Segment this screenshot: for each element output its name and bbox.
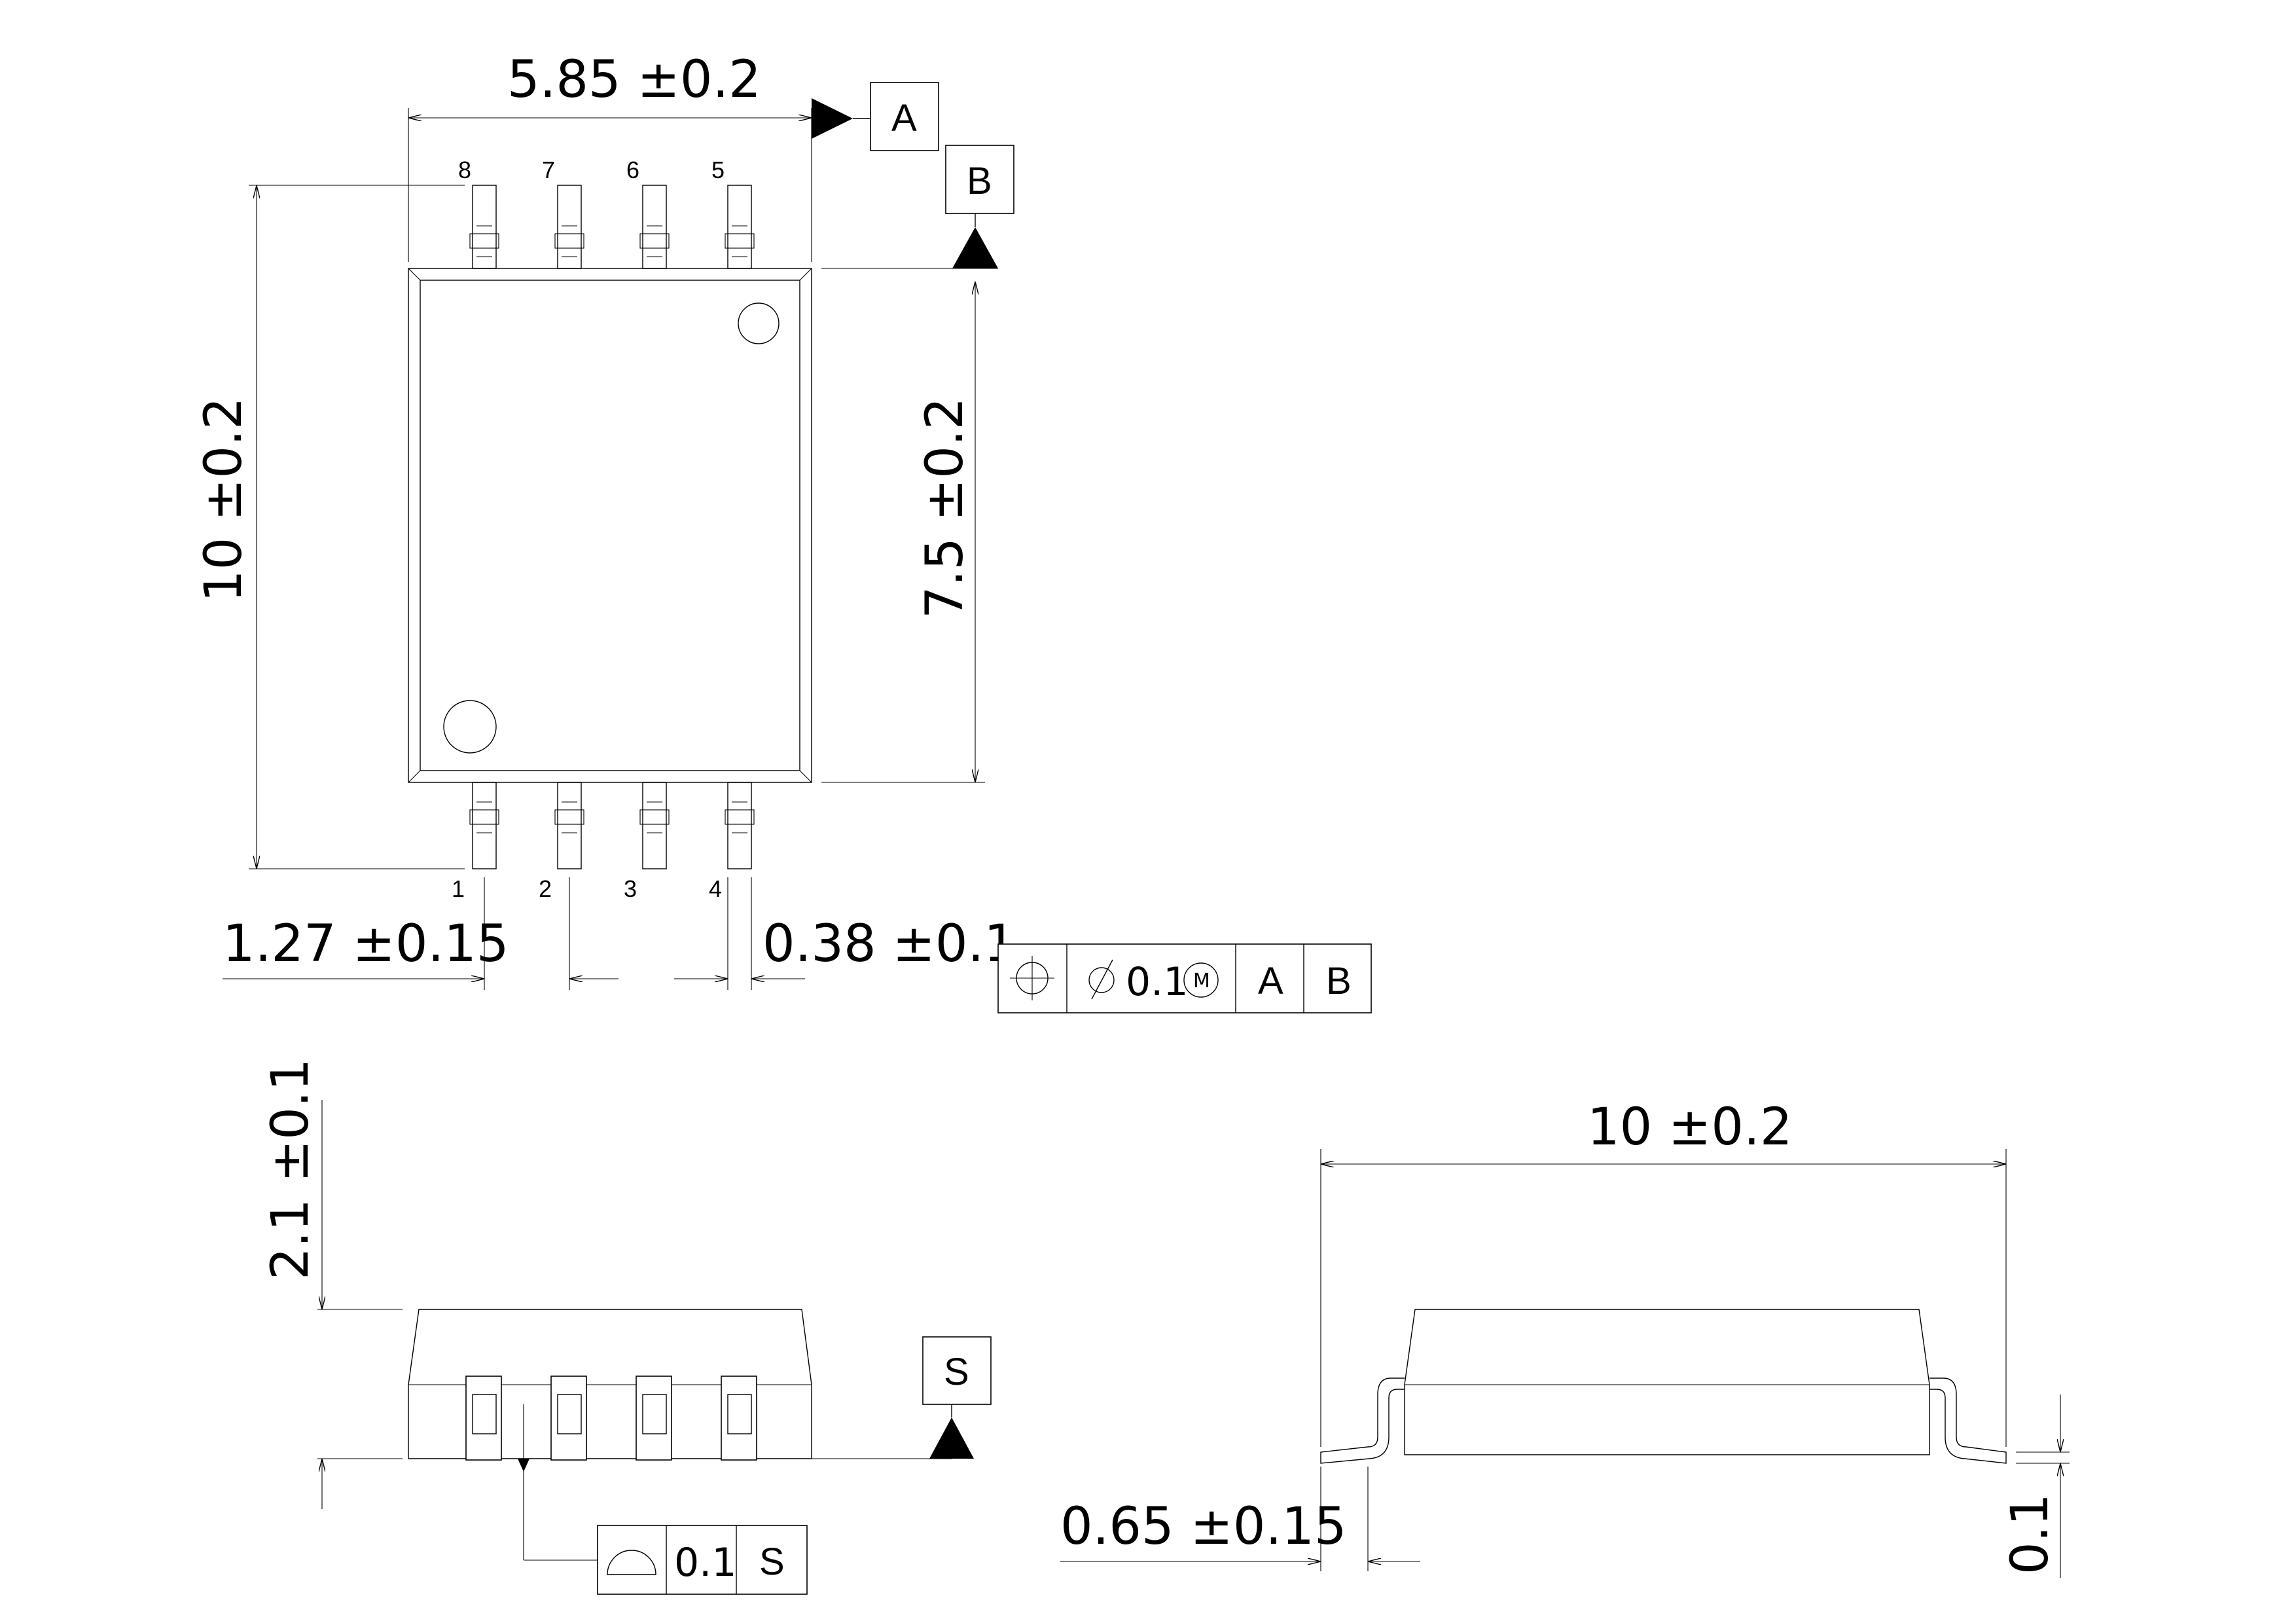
side-view: 2.1 ±0.1 S 0.1 S <box>261 1059 992 1595</box>
lead-2 <box>554 782 584 869</box>
pin-label-3: 3 <box>624 875 637 902</box>
pin1-marker-circle <box>443 700 497 754</box>
lead-6 <box>639 185 670 269</box>
dim-standoff: 0.1 <box>2001 1395 2070 1578</box>
lead-7 <box>554 185 584 269</box>
dim-lead-width: 0.38 ±0.1 <box>674 877 1016 990</box>
datum-a-label: A <box>891 97 917 139</box>
pin-label-7: 7 <box>542 156 555 183</box>
dim-pitch-label: 1.27 ±0.15 <box>223 915 509 974</box>
lead-8 <box>469 185 499 269</box>
datum-b-feature: B <box>821 145 1014 269</box>
profile-tolerance-value: 0.1 <box>674 1540 736 1586</box>
datum-s-label: S <box>944 1351 969 1393</box>
dim-body-length-label: 7.5 ±0.2 <box>916 397 975 619</box>
lead-4 <box>725 782 755 869</box>
leads-bottom <box>469 782 755 869</box>
dim-foot: 0.65 ±0.15 <box>1060 1467 1420 1571</box>
dim-width-label: 5.85 ±0.2 <box>507 50 761 109</box>
datum-s-feature: S <box>922 1336 992 1459</box>
position-tolerance-datum-2: B <box>1326 960 1352 1002</box>
dim-height-label: 2.1 ±0.1 <box>261 1059 320 1280</box>
lead-3 <box>639 782 670 869</box>
datum-b-triangle-icon <box>952 227 998 268</box>
dim-span: 10 ±0.2 <box>1320 1098 2007 1447</box>
pin-label-5: 5 <box>711 156 725 183</box>
profile-tolerance-leader <box>518 1404 598 1561</box>
leads-top <box>469 185 755 269</box>
pin-label-2: 2 <box>539 875 552 902</box>
datum-a-feature: A <box>812 82 939 151</box>
position-tolerance-datum-1: A <box>1258 960 1283 1002</box>
pin-label-6: 6 <box>626 156 639 183</box>
ejector-mark-circle <box>738 302 780 344</box>
mmc-modifier-icon <box>1183 962 1219 998</box>
datum-a-triangle-icon <box>812 98 853 139</box>
position-tolerance-frame: 0.1 M A B <box>997 943 1372 1013</box>
pin-label-8: 8 <box>458 156 471 183</box>
dim-foot-label: 0.65 ±0.15 <box>1060 1497 1347 1556</box>
dim-pitch: 1.27 ±0.15 <box>223 877 619 990</box>
dim-overall-length: 10 ±0.2 <box>194 185 465 869</box>
profile-tolerance-frame: 0.1 S <box>597 1525 808 1595</box>
side-leads <box>465 1376 757 1461</box>
dim-width: 5.85 ±0.2 <box>408 50 812 262</box>
dim-overall-length-label: 10 ±0.2 <box>194 397 253 602</box>
end-body <box>1404 1309 1930 1455</box>
position-tolerance-value: 0.1 <box>1126 959 1188 1005</box>
diameter-icon <box>1088 959 1115 1000</box>
dim-lead-width-label: 0.38 ±0.1 <box>762 915 1016 974</box>
pin-label-1: 1 <box>452 875 465 902</box>
end-view: 10 ±0.2 0.65 ±0.15 0.1 <box>1060 1098 2070 1578</box>
dim-body-length: 7.5 ±0.2 <box>821 282 985 783</box>
top-view: 8 7 6 5 1 2 3 4 5.85 ±0.2 A B <box>194 50 1372 1013</box>
dim-span-label: 10 ±0.2 <box>1587 1098 1792 1157</box>
lead-5 <box>725 185 755 269</box>
datum-s-triangle-icon <box>929 1417 974 1459</box>
position-icon <box>1010 956 1054 1000</box>
end-leads <box>1320 1377 2007 1464</box>
surface-profile-icon <box>607 1550 656 1575</box>
datum-b-label: B <box>967 160 992 202</box>
dim-standoff-label: 0.1 <box>2001 1493 2060 1575</box>
pin-label-4: 4 <box>709 875 722 902</box>
mmc-modifier-label: M <box>1193 970 1210 993</box>
profile-tolerance-datum: S <box>759 1541 785 1583</box>
package-body <box>408 268 812 783</box>
dim-height: 2.1 ±0.1 <box>261 1059 403 1509</box>
lead-1 <box>469 782 499 869</box>
